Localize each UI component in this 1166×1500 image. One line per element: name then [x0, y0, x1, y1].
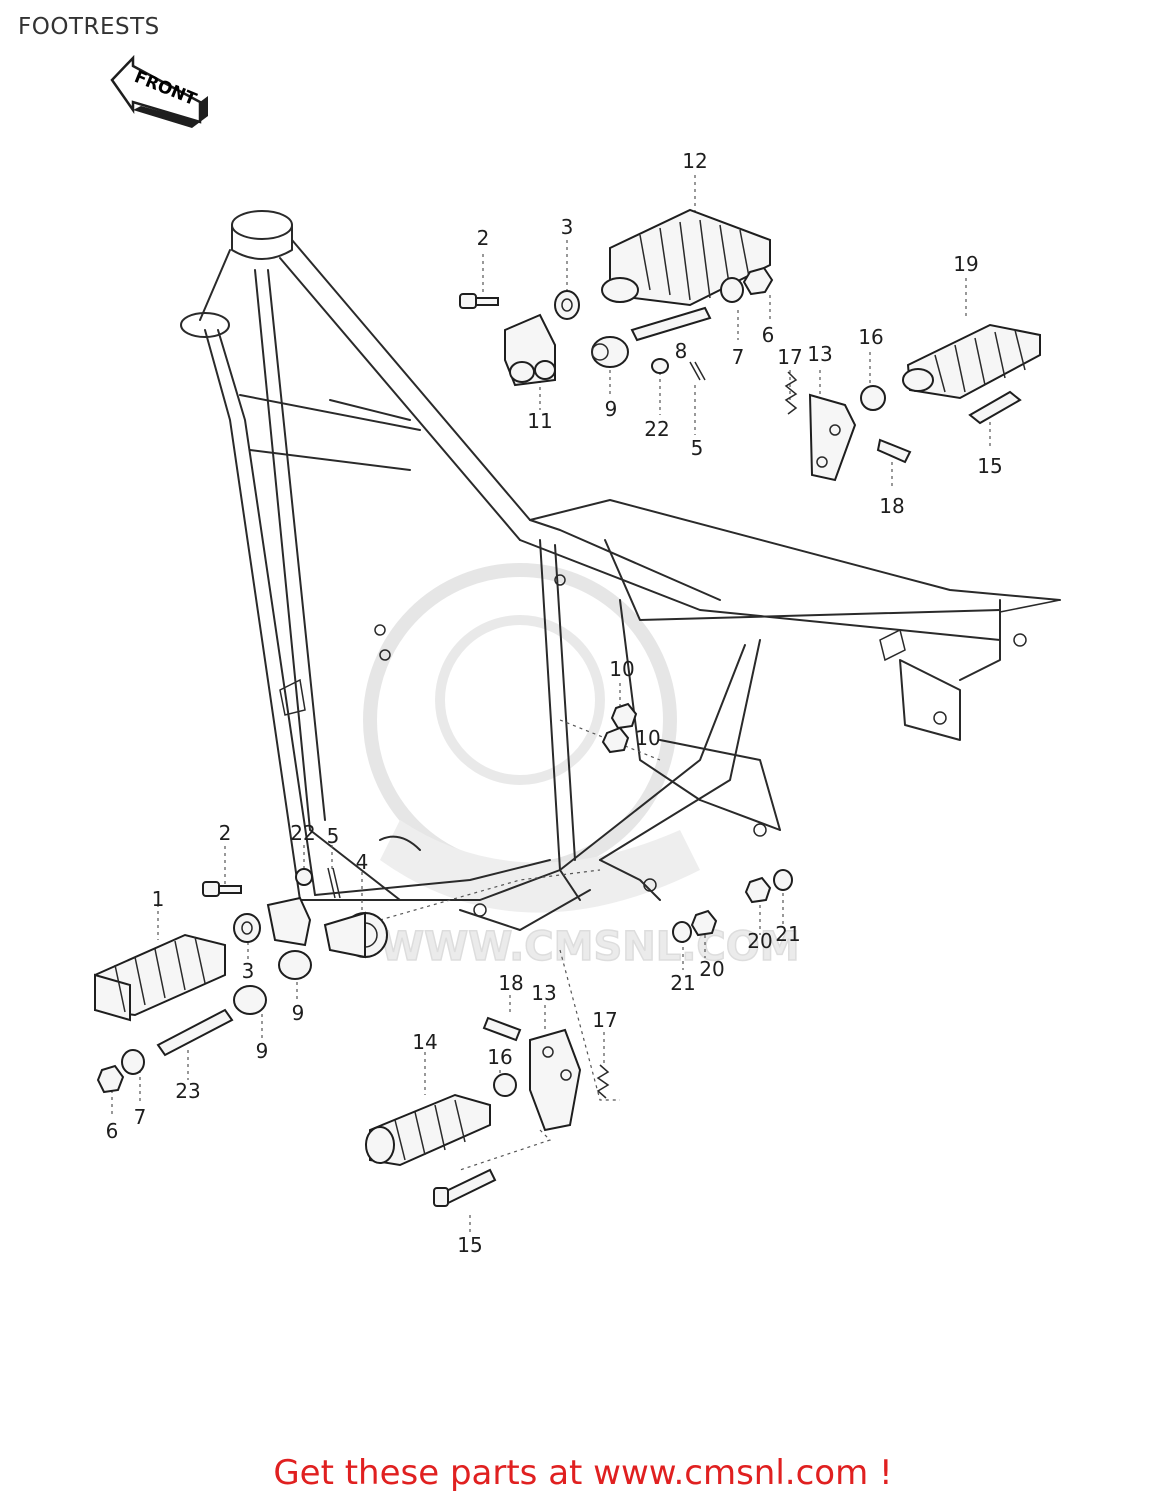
callout-label: 2: [477, 226, 490, 250]
callout-label: 22: [644, 417, 669, 441]
callout-label: 9: [292, 1001, 305, 1025]
collar-9-lower-b: [233, 985, 267, 1015]
washer-21-b: [672, 921, 692, 943]
callout-label: 2: [219, 821, 232, 845]
callout-label: 6: [106, 1119, 119, 1143]
callout-label: 21: [670, 971, 695, 995]
footrest-rubber-12: [601, 208, 771, 307]
nut-6: [742, 266, 774, 296]
callout-label: 15: [457, 1233, 482, 1257]
callout-label: 9: [605, 397, 618, 421]
pin-8: [630, 306, 712, 342]
callout-label: 14: [412, 1030, 437, 1054]
callout-label: 21: [775, 922, 800, 946]
callout-label: 16: [858, 325, 883, 349]
washer-22: [651, 358, 669, 374]
cotter-pin-5: [689, 361, 706, 381]
callout-label: 6: [762, 323, 775, 347]
page-title: FOOTRESTS: [18, 14, 160, 40]
callout-label: 3: [561, 215, 574, 239]
callout-label: 17: [592, 1008, 617, 1032]
bracket-13-upper: [808, 393, 857, 482]
upper-right-parts: [459, 208, 1041, 482]
pin-23: [156, 1008, 234, 1057]
callout-label: 11: [527, 409, 552, 433]
bolt-2: [459, 293, 499, 309]
bolt-15-upper: [968, 390, 1022, 425]
washer-3-lower: [233, 913, 261, 943]
leader-lines: [111, 175, 991, 1235]
callout-label: 10: [635, 726, 660, 750]
nut-20-a: [744, 876, 772, 904]
callout-label: 10: [609, 657, 634, 681]
bolt-18-upper: [876, 438, 912, 464]
washer-21-a: [773, 869, 793, 891]
spring-17-lower: [596, 1064, 610, 1099]
callout-label: 18: [498, 971, 523, 995]
callout-label: 3: [242, 959, 255, 983]
spring-17: [784, 371, 798, 415]
washer-3: [554, 290, 580, 320]
washer-16-upper: [860, 385, 886, 411]
callout-label: 16: [487, 1045, 512, 1069]
washer-7: [720, 277, 744, 303]
callout-label: 5: [327, 824, 340, 848]
footrest-1: [94, 933, 226, 1022]
nut-10-a: [610, 702, 638, 730]
callouts: 12 2 3 19 16 6 8 7 17 13 11 9 22 5 15 18…: [106, 149, 1003, 1257]
callout-label: 4: [356, 850, 369, 874]
callout-label: 5: [691, 436, 704, 460]
nut-20-b: [690, 909, 718, 937]
motorcycle-frame: [180, 210, 1061, 931]
callout-label: 22: [290, 821, 315, 845]
callout-label: 12: [682, 149, 707, 173]
lower-middle-parts: [365, 1016, 610, 1207]
callout-label: 17: [777, 345, 802, 369]
bracket-lower: [266, 896, 312, 947]
front-arrow-icon: FRONT: [110, 54, 208, 128]
callout-label: 13: [807, 342, 832, 366]
callout-label: 23: [175, 1079, 200, 1103]
washer-7-lower: [121, 1049, 145, 1075]
washer-16-lower: [493, 1073, 517, 1097]
callout-label: 20: [747, 929, 772, 953]
lower-left-parts: [94, 867, 388, 1094]
watermark: WWW.CMSNL.COM: [363, 563, 800, 971]
middle-fasteners: [601, 702, 793, 943]
footrest-rubber-19: [902, 323, 1041, 400]
callout-label: 20: [699, 957, 724, 981]
nut-10-b: [601, 726, 630, 754]
bolt-2-lower: [202, 881, 220, 897]
bracket-13-lower: [529, 1028, 582, 1132]
collar-9-lower-a: [278, 950, 312, 980]
callout-label: 13: [531, 981, 556, 1005]
callout-label: 1: [152, 887, 165, 911]
bolt-18-lower: [482, 1016, 522, 1042]
callout-label: 8: [675, 339, 688, 363]
callout-label: 18: [879, 494, 904, 518]
callout-label: 7: [732, 345, 745, 369]
nut-6-lower: [96, 1064, 125, 1094]
footrests-exploded-diagram: WWW.CMSNL.COM FRONT: [94, 54, 1061, 1257]
footer-promo: Get these parts at www.cmsnl.com !: [0, 1453, 1166, 1493]
cotter-pin-5-lower: [327, 867, 341, 899]
cmsnl-link[interactable]: Get these parts at www.cmsnl.com !: [273, 1453, 893, 1493]
collar-9: [591, 336, 629, 368]
callout-label: 9: [256, 1039, 269, 1063]
callout-label: 15: [977, 454, 1002, 478]
callout-label: 19: [953, 252, 978, 276]
footrest-14: [365, 1093, 491, 1167]
washer-22-lower: [295, 868, 313, 886]
watermark-text: WWW.CMSNL.COM: [380, 924, 800, 970]
callout-label: 7: [134, 1105, 147, 1129]
